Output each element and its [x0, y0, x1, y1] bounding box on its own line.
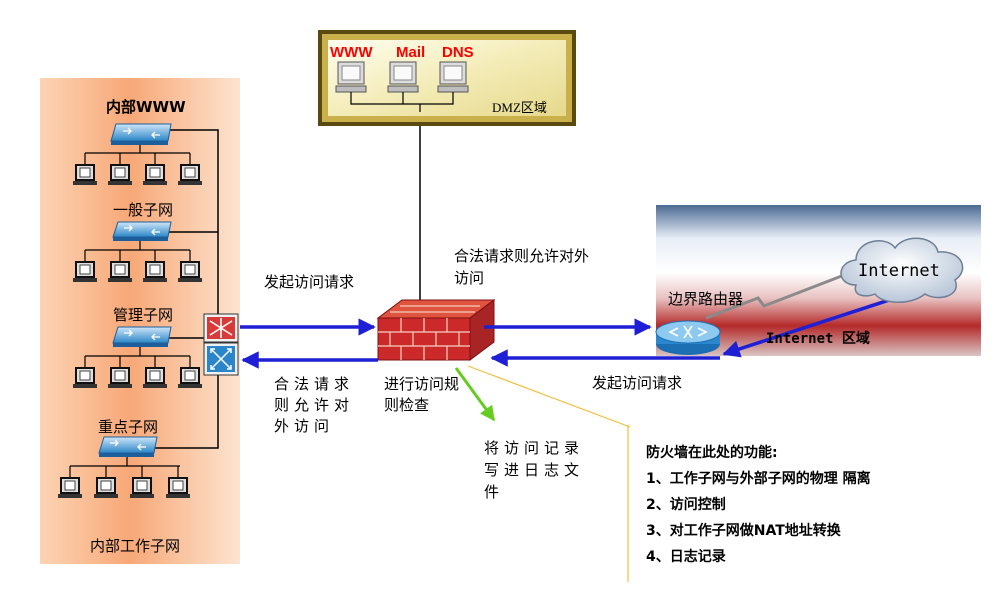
function-item: 3、对工作子网做NAT地址转换	[646, 523, 841, 539]
subnet-group-general	[85, 221, 190, 251]
internet-cloud-label: Internet	[858, 261, 940, 281]
internet-zone-label: Internet 区域	[766, 331, 870, 347]
subnet-label-management: 管理子网	[113, 306, 174, 324]
pc-icon	[178, 250, 202, 282]
switch-icon	[98, 436, 158, 457]
subnet-label-www: 内部WWW	[106, 98, 186, 116]
subnet-label-key: 重点子网	[98, 418, 159, 436]
dmz-zone-label: DMZ区域	[492, 100, 547, 115]
server-icon-mail	[387, 61, 419, 93]
label-allow-internal: 合法请求则允许对外访问	[274, 375, 355, 435]
pc-icon	[108, 153, 132, 185]
wan-link	[705, 270, 853, 320]
label-log-action: 将访问记录写进日志文件	[484, 439, 585, 501]
arrow-firewall-to-log	[454, 367, 496, 422]
pc-icon	[73, 250, 97, 282]
label-inbound-request: 发起访问请求	[592, 374, 683, 392]
pc-icon	[143, 250, 167, 282]
pc-icon	[94, 466, 118, 498]
firewall-icon	[376, 299, 496, 361]
internet-cloud-icon	[840, 237, 964, 303]
subnet-group-management	[85, 326, 190, 357]
pc-icon	[143, 356, 167, 388]
label-allow-external: 合法请求则允许对外访问	[454, 247, 590, 287]
server-icon-www	[335, 61, 367, 93]
function-box: 防火墙在此处的功能: 1、工作子网与外部子网的物理 隔离 2、访问控制 3、对工…	[646, 440, 871, 570]
router-icon	[655, 320, 721, 355]
pc-icon	[178, 356, 202, 388]
pc-icon	[178, 153, 202, 185]
dmz-servers	[335, 61, 469, 112]
router-label: 边界路由器	[668, 290, 744, 308]
pc-icon	[130, 466, 154, 498]
callout-lines	[467, 365, 631, 582]
pc-icon	[108, 356, 132, 388]
function-item: 4、日志记录	[646, 549, 726, 565]
pc-icon	[143, 153, 167, 185]
pc-icon	[166, 466, 190, 498]
server-label-dns: DNS	[442, 44, 474, 61]
server-label-mail: Mail	[396, 44, 426, 61]
internal-zone-label: 内部工作子网	[90, 537, 181, 555]
function-item: 2、访问控制	[646, 497, 726, 513]
pc-icon	[58, 466, 82, 498]
server-icon-dns	[437, 61, 469, 93]
server-label-www: WWW	[330, 44, 373, 61]
pc-icon	[73, 356, 97, 388]
subnet-label-general: 一般子网	[113, 201, 174, 219]
subnet-group-key	[70, 436, 180, 467]
pc-icon	[73, 153, 97, 185]
switch-icon	[112, 326, 172, 347]
subnet-group-www	[85, 123, 190, 154]
pc-icon	[108, 250, 132, 282]
switch-icon	[110, 123, 172, 145]
label-outbound-request: 发起访问请求	[264, 273, 355, 291]
label-rule-check: 进行访问规则检查	[384, 375, 460, 414]
core-switch-icon	[203, 313, 239, 376]
function-title: 防火墙在此处的功能:	[646, 445, 778, 461]
switch-icon	[112, 221, 172, 241]
function-item: 1、工作子网与外部子网的物理 隔离	[646, 471, 871, 487]
